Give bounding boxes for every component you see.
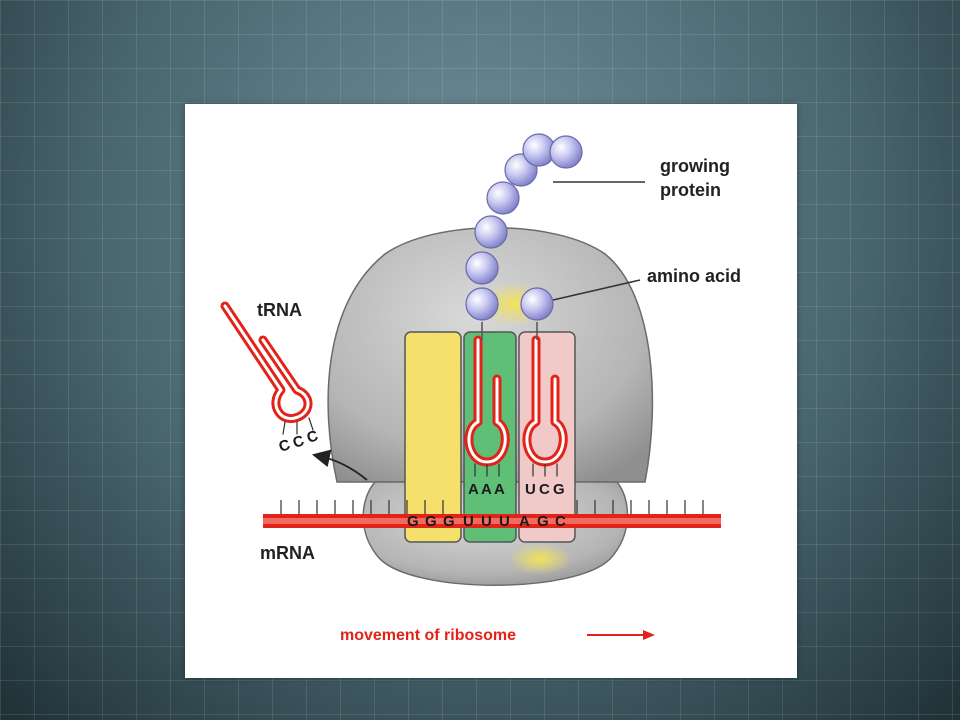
label-movement: movement of ribosome [340,627,516,644]
translation-figure: G G G U U U A G C A A A U C G C [185,104,797,678]
anticodon-free-2: C [291,432,307,452]
ribosome-diagram: G G G U U U A G C A A A U C G C [220,133,741,644]
label-growing-protein-2: protein [660,180,721,200]
mrna-codons: G G G U U U A G C [407,513,566,530]
mrna-base-7: A [519,513,530,530]
anticodon-green-3: A [494,481,505,498]
anticodon-pink: U C G [525,481,565,498]
amino-acid-leader [552,279,641,301]
anticodon-pink-2: C [539,481,550,498]
mrna-base-8: G [537,513,549,530]
anticodon-free-1: C [277,436,293,456]
anticodon-pink-1: U [525,481,536,498]
trna-a-site [522,335,568,477]
amino-acid-bead [520,287,554,321]
label-mrna: mRNA [260,543,315,563]
mrna-base-1: G [407,513,419,530]
mrna-base-4: U [463,513,474,530]
anticodon-pink-3: G [553,481,565,498]
mrna-base-3: G [443,513,455,530]
label-amino-acid: amino acid [647,266,741,286]
growing-protein-chain [465,133,583,321]
exit-arrow [311,449,368,481]
mrna-base-5: U [481,513,492,530]
mrna-base-9: C [555,513,566,530]
bottom-site-glow [508,543,572,575]
anticodon-green-1: A [468,481,479,498]
mrna-base-2: G [425,513,437,530]
trna-exiting [220,301,314,435]
e-site-box [404,331,462,543]
mrna-strand [263,500,721,528]
anticodon-green-2: A [481,481,492,498]
mrna-base-6: U [499,513,510,530]
anticodon-free: C C C [277,427,321,456]
anticodon-free-3: C [305,427,321,447]
label-growing-protein-1: growing [660,156,730,176]
trna-p-site [464,335,510,477]
anticodon-green: A A A [468,481,505,498]
movement-arrow [587,630,655,640]
label-trna: tRNA [257,300,302,320]
